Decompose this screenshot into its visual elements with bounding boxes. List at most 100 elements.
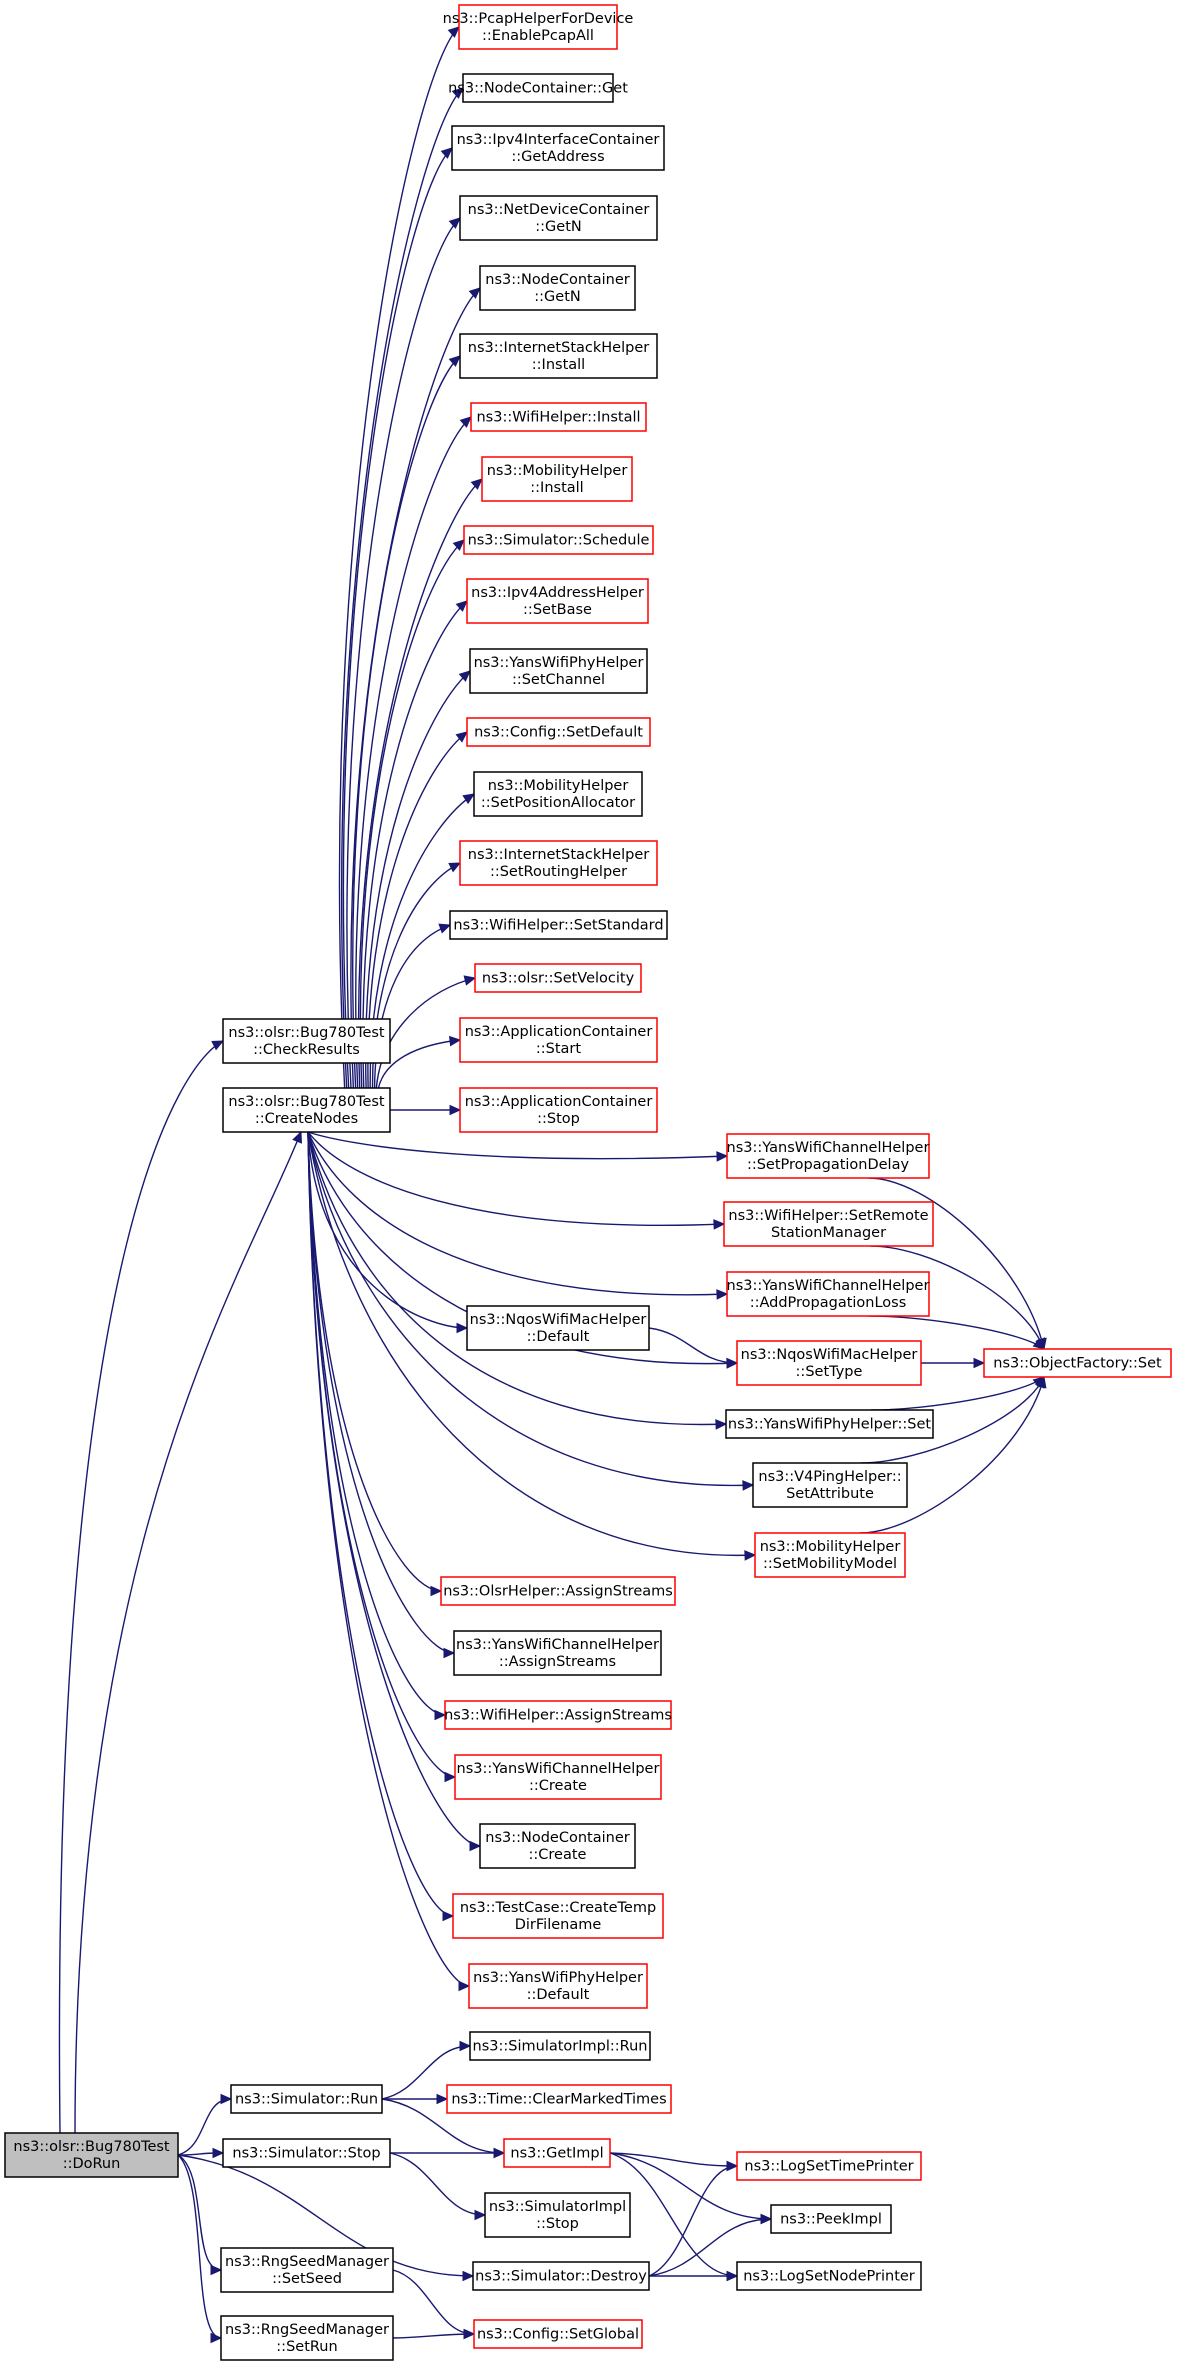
node-ipv4ah-setbase[interactable]: ns3::Ipv4AddressHelper::SetBase [466,578,649,624]
edge-arrowhead [760,2213,773,2225]
node-label: ::SetPositionAllocator [481,795,635,811]
node-ywch-assign[interactable]: ns3::YansWifiChannelHelper::AssignStream… [453,1630,662,1676]
node-dorun[interactable]: ns3::olsr::Bug780Test::DoRun [4,2132,179,2178]
node-sim-destroy[interactable]: ns3::Simulator::Destroy [472,2261,650,2291]
node-label: ::Start [536,1041,582,1057]
node-ish-setrouting[interactable]: ns3::InternetStackHelper::SetRoutingHelp… [459,840,658,886]
node-v4ping-setattr[interactable]: ns3::V4PingHelper::SetAttribute [752,1462,908,1508]
node-ndc-getn[interactable]: ns3::NetDeviceContainer::GetN [459,195,658,241]
node-checkresults[interactable]: ns3::olsr::Bug780Test::CheckResults [222,1018,391,1064]
edge-createnodes-to-ywph-setchannel [364,670,471,1089]
node-ywch-addproploss[interactable]: ns3::YansWifiChannelHelper::AddPropagati… [726,1271,930,1317]
node-label: SetAttribute [786,1486,874,1502]
node-box [736,2261,922,2291]
node-ac-start[interactable]: ns3::ApplicationContainer::Start [459,1017,658,1063]
node-label: ns3::LogSetNodePrinter [743,2269,915,2285]
node-ipv4ic[interactable]: ns3::Ipv4InterfaceContainer::GetAddress [451,125,665,171]
node-box [736,1340,922,1386]
node-label: ns3::olsr::Bug780Test [228,1094,385,1110]
node-logsetnode[interactable]: ns3::LogSetNodePrinter [736,2261,922,2291]
node-label: ns3::MobilityHelper [488,778,629,794]
node-wh-setstandard[interactable]: ns3::WifiHelper::SetStandard [449,910,668,940]
node-box [983,1348,1172,1378]
node-pcap[interactable]: ns3::PcapHelperForDevice::EnablePcapAll [443,4,634,50]
edge-createnodes-to-ywch-addproploss [307,1131,728,1296]
node-wh-assign[interactable]: ns3::WifiHelper::AssignStreams [444,1700,672,1730]
node-config-setglobal[interactable]: ns3::Config::SetGlobal [473,2319,643,2349]
node-box [469,648,648,694]
node-ish-install[interactable]: ns3::InternetStackHelper::Install [459,333,658,379]
node-mh-setposalloc[interactable]: ns3::MobilityHelper::SetPositionAllocato… [473,771,643,817]
node-simimpl-run[interactable]: ns3::SimulatorImpl::Run [469,2031,651,2061]
node-nc-create[interactable]: ns3::NodeContainer::Create [479,1823,636,1869]
node-box [454,1754,662,1800]
node-box [484,2192,631,2238]
node-label: ns3::NodeContainer [485,272,629,288]
edge-getimpl-to-logsetnode [609,2152,738,2277]
edge-getimpl-to-logsettime [609,2152,738,2167]
node-label: ::DoRun [63,2156,121,2172]
node-simimpl-stop[interactable]: ns3::SimulatorImpl::Stop [484,2192,631,2238]
edge-arrowhead [726,2270,739,2282]
node-label: ns3::Simulator::Stop [232,2146,380,2162]
node-olsr-setvelocity[interactable]: ns3::olsr::SetVelocity [474,963,642,993]
node-ywph-default[interactable]: ns3::YansWifiPhyHelper::Default [468,1963,648,2009]
node-logsettime[interactable]: ns3::LogSetTimePrinter [736,2151,922,2181]
edge-arrowhead [463,2328,476,2340]
edge-createnodes-to-wh-install [355,416,472,1089]
node-nqos-default[interactable]: ns3::NqosWifiMacHelper::Default [466,1305,650,1351]
node-ac-stop[interactable]: ns3::ApplicationContainer::Stop [459,1087,658,1133]
node-label: ns3::YansWifiChannelHelper [727,1278,930,1294]
nodes-layer: ns3::olsr::Bug780Test::DoRunns3::olsr::B… [4,4,1172,2361]
node-label: ns3::PeekImpl [780,2212,882,2228]
edge-arrowhead [458,670,471,682]
node-label: ns3::WifiHelper::AssignStreams [444,1708,672,1724]
node-getimpl[interactable]: ns3::GetImpl [503,2138,611,2168]
edge-arrowhead [442,1910,455,1922]
edge-rng-setrun-to-config-setglobal [392,2333,475,2339]
node-label: ns3::InternetStackHelper [468,847,649,863]
node-mh-install[interactable]: ns3::MobilityHelper::Install [481,456,633,502]
node-sim-run[interactable]: ns3::Simulator::Run [230,2084,383,2114]
node-ywph-setchannel[interactable]: ns3::YansWifiPhyHelper::SetChannel [469,648,648,694]
node-label: ::Default [527,1987,590,2003]
node-olsrh-assign[interactable]: ns3::OlsrHelper::AssignStreams [440,1576,676,1606]
node-nc-get[interactable]: ns3::NodeContainer::Get [448,73,628,103]
node-nc-getn[interactable]: ns3::NodeContainer::GetN [479,265,636,311]
node-of-set[interactable]: ns3::ObjectFactory::Set [983,1348,1172,1378]
node-box [466,1305,650,1351]
node-mh-setmobmodel[interactable]: ns3::MobilityHelper::SetMobilityModel [754,1532,906,1578]
edge-arrowhead [462,793,476,805]
node-nqos-settype[interactable]: ns3::NqosWifiMacHelper::SetType [736,1340,922,1386]
node-label: ::Stop [536,2216,579,2232]
node-label: ns3::YansWifiChannelHelper [727,1140,930,1156]
node-rng-setseed[interactable]: ns3::RngSeedManager::SetSeed [220,2247,394,2293]
node-wh-install[interactable]: ns3::WifiHelper::Install [470,402,647,432]
node-config-setdefault[interactable]: ns3::Config::SetDefault [466,717,651,747]
node-ywch-setpropdelay[interactable]: ns3::YansWifiChannelHelper::SetPropagati… [726,1133,930,1179]
node-sim-stop[interactable]: ns3::Simulator::Stop [222,2138,391,2168]
node-time-clear[interactable]: ns3::Time::ClearMarkedTimes [446,2084,672,2114]
node-box [473,771,643,817]
edge-arrowhead [210,2264,223,2276]
node-box [222,1018,391,1064]
node-box [466,717,651,747]
node-ywph-set[interactable]: ns3::YansWifiPhyHelper::Set [725,1409,934,1439]
edge-createnodes-to-ac-start [377,1039,461,1089]
node-box [503,2138,611,2168]
edge-sim-destroy-to-logsettime [648,2165,738,2277]
node-rng-setrun[interactable]: ns3::RngSeedManager::SetRun [220,2315,394,2361]
node-createnodes[interactable]: ns3::olsr::Bug780Test::CreateNodes [222,1087,391,1133]
node-label: ns3::SimulatorImpl [489,2199,626,2215]
node-label: ns3::LogSetTimePrinter [744,2159,913,2175]
node-ywch-create[interactable]: ns3::YansWifiChannelHelper::Create [454,1754,662,1800]
edge-arrowhead [451,87,464,99]
node-label: ns3::Time::ClearMarkedTimes [451,2092,666,2108]
node-sim-schedule[interactable]: ns3::Simulator::Schedule [463,525,654,555]
node-label: ::Create [529,1778,587,1794]
edge-arrowhead [493,2147,506,2159]
node-peekimpl[interactable]: ns3::PeekImpl [770,2204,892,2234]
